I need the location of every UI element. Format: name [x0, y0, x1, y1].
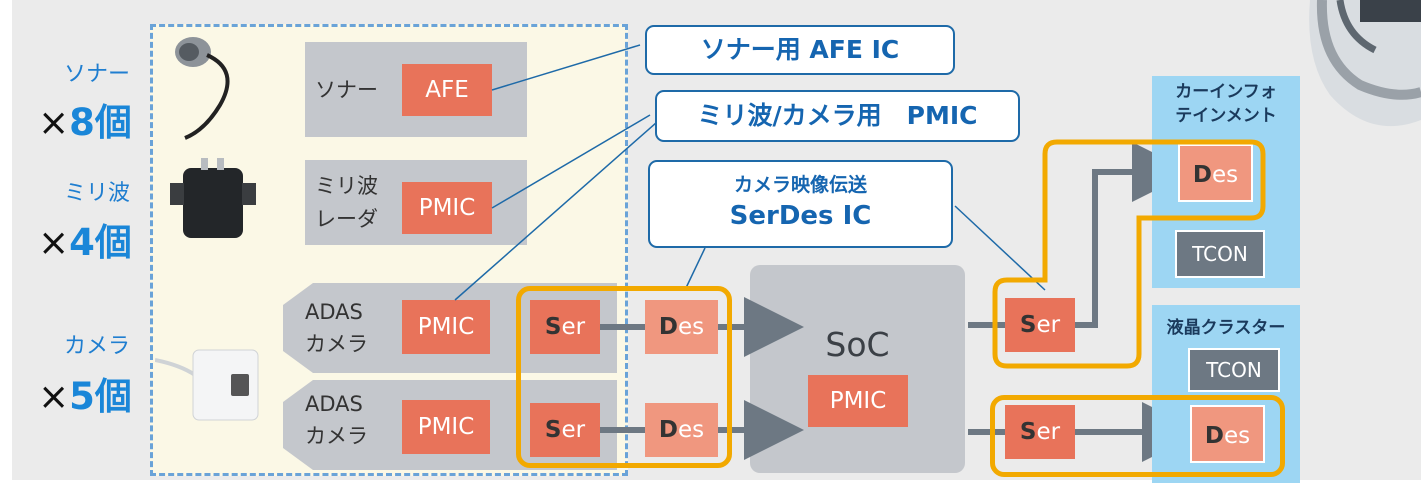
cluster-tcon-chip: TCON: [1188, 348, 1280, 392]
camera1-pmic-chip: PMIC: [402, 300, 490, 354]
radar-pmic-chip: PMIC: [402, 182, 492, 234]
camera-count-label: カメラ: [63, 334, 130, 359]
radar-label-line1: ミリ波: [315, 174, 378, 198]
camera2-label-line2: カメラ: [305, 424, 368, 448]
sonar-sensor-image: [175, 37, 230, 140]
camera-count: ×5個: [38, 375, 132, 418]
infotainment-des-chip: Des: [1178, 144, 1253, 202]
soc-pmic-chip: PMIC: [808, 375, 908, 427]
serdes-callout-line2: SerDes IC: [729, 201, 872, 231]
infotainment-label-line2: テインメント: [1175, 106, 1277, 126]
camera-sensor-image: [155, 349, 259, 421]
sonar-count-label: ソナー: [63, 62, 130, 87]
radar-label-line2: レーダ: [315, 207, 378, 231]
infotainment-tcon-chip: TCON: [1175, 230, 1265, 278]
infotainment-label-line1: カーインフォ: [1175, 82, 1277, 102]
camera2-label-line1: ADAS: [305, 392, 363, 416]
sonar-label: ソナー: [315, 78, 378, 102]
des-chip-1: Des: [645, 300, 718, 354]
ser-chip-1: Ser: [530, 300, 600, 354]
serdes-highlight-left: [516, 286, 732, 468]
ser-chip-4: Ser: [1005, 405, 1075, 459]
camera2-lens-shape: [283, 380, 313, 470]
sonar-afe-callout: ソナー用 AFE IC: [645, 25, 955, 75]
radar-sensor-image: [170, 158, 256, 238]
steering-wheel-image: [1309, 0, 1421, 127]
cluster-des-chip: Des: [1190, 405, 1265, 463]
camera1-label-line2: カメラ: [305, 332, 368, 356]
ser-chip-3: Ser: [1005, 298, 1075, 352]
serdes-callout-line1: カメラ映像伝送: [733, 174, 867, 196]
radar-count-label: ミリ波: [63, 181, 130, 206]
camera1-lens-shape: [283, 283, 313, 373]
ser-chip-2: Ser: [530, 403, 600, 457]
serdes-highlight-infotainment: [992, 139, 1266, 369]
serdes-callout: カメラ映像伝送 SerDes IC: [648, 160, 953, 248]
soc-label: SoC: [825, 325, 890, 364]
des-chip-2: Des: [645, 403, 718, 457]
radar-count: ×4個: [38, 221, 132, 264]
afe-chip: AFE: [402, 64, 492, 116]
sonar-count: ×8個: [38, 101, 132, 144]
pmic-callout: ミリ波/カメラ用 PMIC: [655, 90, 1020, 142]
camera2-pmic-chip: PMIC: [402, 400, 490, 454]
serdes-highlight-cluster: [990, 395, 1285, 477]
camera1-label-line1: ADAS: [305, 300, 363, 324]
cluster-label: 液晶クラスター: [1166, 318, 1286, 338]
